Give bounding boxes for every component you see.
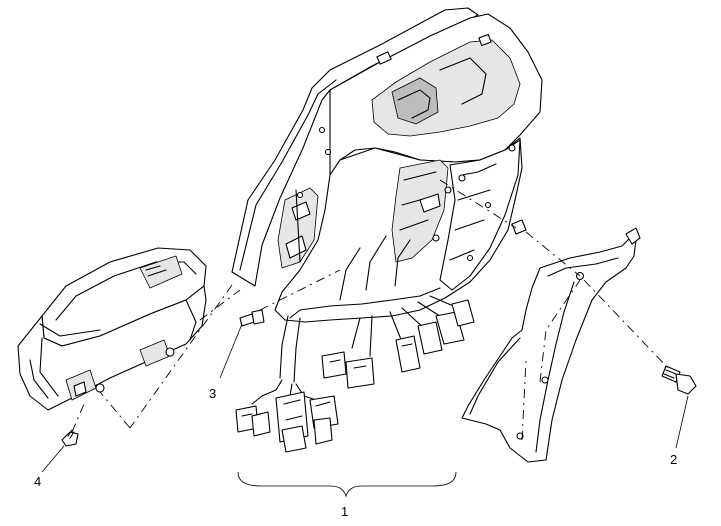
screw-frame-right [511, 219, 527, 235]
screw-item-4 [61, 429, 79, 447]
wire-harness-assembly [235, 315, 339, 453]
side-cover-panel [461, 227, 641, 463]
callout-leaders [41, 323, 689, 498]
wire-harness-lower-right [321, 295, 475, 389]
control-box [17, 247, 207, 411]
seat-back-frame [231, 7, 543, 323]
callout-2-label: 2 [670, 452, 677, 467]
screw-item-2 [661, 365, 697, 395]
callout-3-label: 3 [209, 386, 216, 401]
callout-1-label: 1 [341, 504, 348, 519]
assembly-leader-lines [71, 179, 669, 441]
callout-4-label: 4 [34, 474, 41, 489]
screw-item-3 [239, 309, 265, 327]
